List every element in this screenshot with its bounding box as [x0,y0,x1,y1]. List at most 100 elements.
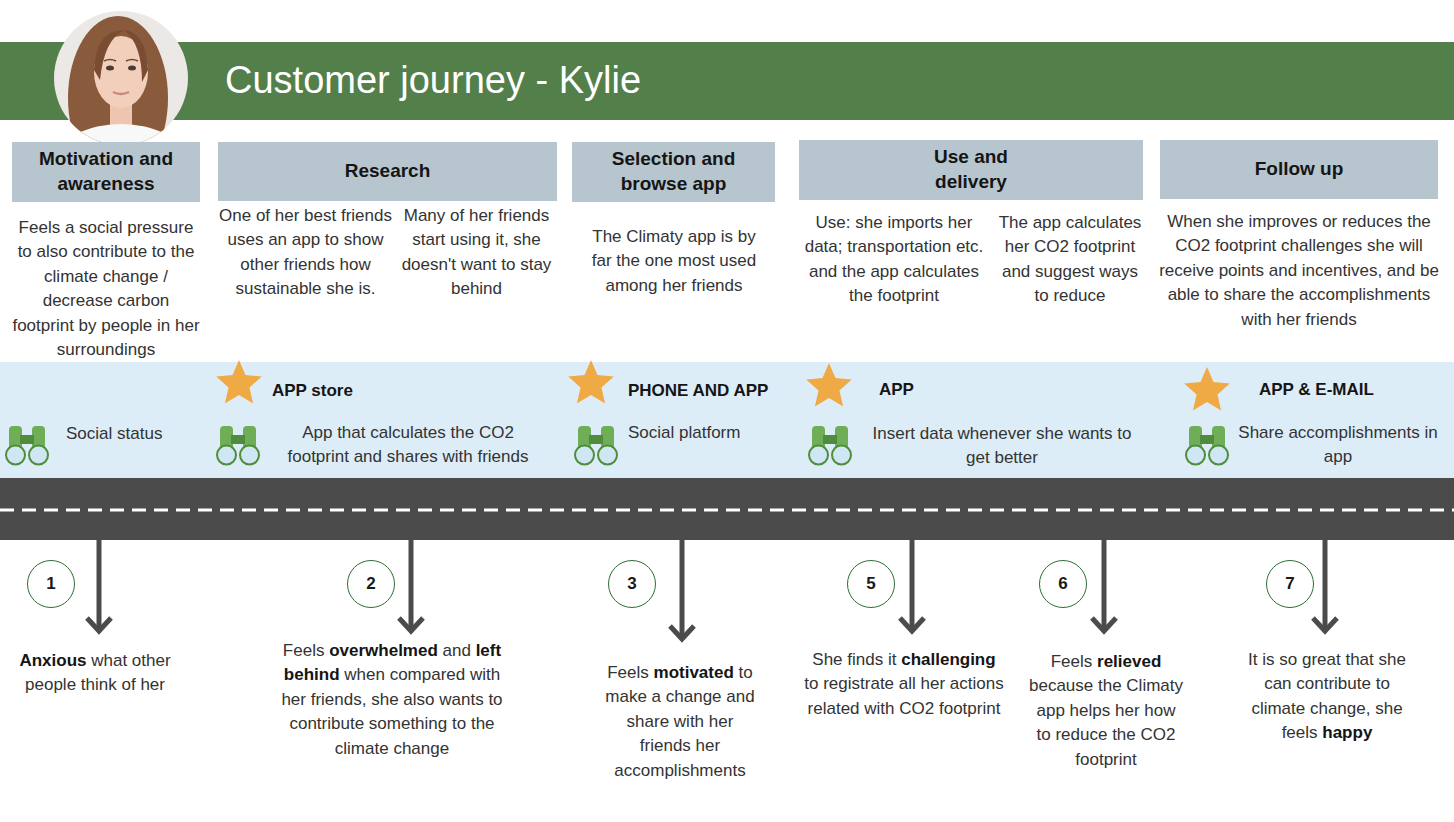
text-run: Anxious [19,651,91,670]
text-run: so [1279,650,1302,669]
text-run: think [81,675,122,694]
callout-number: 2 [366,574,375,594]
channel-label: APP store [272,379,353,403]
channel-label: APP & E-MAIL [1259,378,1374,402]
text-run: change [666,687,727,706]
brow [126,60,138,62]
text-run: a [652,687,666,706]
text-run: CO2 [1141,725,1176,744]
step-number-circle: 1 [27,560,75,608]
touchpoint-label: App that calculates the CO2 footprint an… [272,421,544,470]
arrow-shaft [680,538,685,636]
title-band [0,42,1454,120]
phase-header-box: Research [218,142,557,201]
phase-column: ResearchOne of her best friends uses an … [218,142,557,201]
text-run: It [1248,650,1262,669]
emotion-text: She finds it challenging to registrate a… [804,648,1004,721]
text-run: Feels [283,641,329,660]
step-number-circle: 3 [608,560,656,608]
text-run: she [1375,699,1402,718]
arrow-head [399,618,423,631]
text-run: can [1264,674,1296,693]
text-run: something [369,714,452,733]
text-run: overwhelmed [329,641,442,660]
text-run: her [709,712,734,731]
phase-description: One of her best friends uses an app to s… [218,204,393,302]
step-number-circle: 2 [347,560,395,608]
callout-number: 7 [1285,574,1294,594]
star-icons [216,360,1230,410]
text-run: her [696,736,721,755]
phase-header-box: Motivation and awareness [12,142,200,202]
arrow-shaft [97,538,102,628]
star-icon [1184,367,1230,410]
emotion-text: Feels motivated to make a change and sha… [600,661,760,783]
text-run: reduce [1055,725,1112,744]
down-arrows [87,538,1337,639]
star-icon [568,360,614,403]
text-run: registrate [823,674,899,693]
phase-header-box: Selection and browse app [572,142,775,202]
arrow-shaft [1323,538,1328,628]
arrow-head [670,626,694,639]
text-run: with [864,699,899,718]
callout-number: 6 [1058,574,1067,594]
binocular-icon [809,426,851,465]
text-run: people [25,675,81,694]
text-run: her [140,675,165,694]
text-run: and [726,687,754,706]
text-run: change [393,739,449,758]
phase-description: Use: she imports her data; transportatio… [799,211,989,309]
text-run: to [739,663,753,682]
hair-strand [124,30,148,82]
text-run: wants [439,690,488,709]
text-run: to [804,674,823,693]
text-run: behind [284,665,344,684]
text-run: great [1302,650,1345,669]
text-run: because [1029,676,1098,695]
text-run: she [371,690,403,709]
callout-number: 3 [627,574,636,594]
text-run: motivated [654,663,739,682]
text-run: her [281,690,310,709]
text-run: contribute [289,714,368,733]
binocular-icon [217,426,259,465]
text-run: climate [335,739,394,758]
emotion-text: It is so great that she can contribute t… [1245,648,1410,746]
phase-description: The app calculates her CO2 footprint and… [997,211,1143,309]
arrow-shaft [1102,538,1107,628]
binocular-icon [6,426,48,465]
phase-column: Follow upWhen she improves or reduces th… [1160,140,1438,199]
arrow-head [1092,618,1116,631]
callout-number: 5 [866,574,875,594]
text-run: when [344,665,389,684]
text-run: that [1345,650,1378,669]
phase-column: Selection and browse appThe Climaty app … [572,142,775,202]
phase-header-box: Follow up [1160,140,1438,199]
hair-strand [94,30,124,80]
text-run: share [627,712,674,731]
text-run: helps [1070,701,1115,720]
text-run: to [1037,725,1056,744]
text-run: contribute [1296,674,1375,693]
text-run: the [1112,725,1140,744]
callout-number: 1 [46,574,55,594]
text-run: relieved [1097,652,1161,671]
text-run: the [1098,676,1126,695]
emotion-text: Anxious what other people think of her [13,649,178,698]
text-run: and [443,641,476,660]
text-run: app [1037,701,1070,720]
text-run: footprint [939,699,1000,718]
channel-label: APP [879,378,914,402]
text-run: related [808,699,865,718]
text-run: compared [390,665,470,684]
emotion-text: Feels relieved because the Climaty app h… [1029,650,1184,772]
text-run: finds [847,650,888,669]
text-run: her [921,674,950,693]
text-run: She [812,650,847,669]
text-run: all [899,674,921,693]
text-run: feels [1282,723,1323,742]
text-run: Feels [607,663,653,682]
text-run: CO2 [899,699,939,718]
